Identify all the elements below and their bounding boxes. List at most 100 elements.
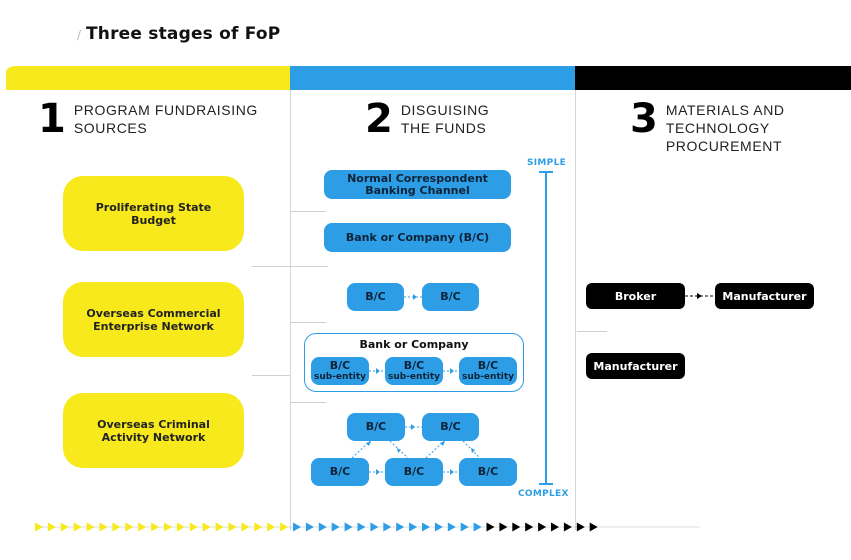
bottom-arrow-icon — [538, 522, 547, 532]
arrow-head-icon — [366, 441, 371, 446]
bottom-arrow-icon — [357, 522, 366, 532]
scale-simple-label: SIMPLE — [527, 158, 567, 168]
row-separator — [290, 402, 326, 403]
bottom-arrow-icon — [383, 522, 392, 532]
arrow-head-icon — [397, 448, 401, 453]
bc-box: B/C — [385, 458, 443, 486]
bc-box: B/C — [422, 413, 479, 441]
bottom-arrow-icon — [447, 522, 456, 532]
nested-container-label: Bank or Company — [359, 338, 469, 351]
stage-3-color-band — [575, 66, 851, 90]
bottom-arrow-icon — [512, 522, 521, 532]
stage-label: MATERIALS AND TECHNOLOGY PROCUREMENT — [666, 101, 785, 155]
column-divider — [290, 90, 291, 530]
bottom-arrow-icon — [254, 522, 263, 532]
bottom-arrow-icon — [318, 522, 327, 532]
bottom-arrow-icon — [202, 522, 211, 532]
bottom-arrow-icon — [486, 522, 495, 532]
row-separator — [290, 211, 326, 212]
bc-box: B/C — [422, 283, 479, 311]
arrow-head-icon — [440, 441, 445, 446]
bottom-arrow-icon — [189, 522, 198, 532]
scale-complex-label: COMPLEX — [518, 489, 569, 499]
bottom-arrow-icon — [176, 522, 185, 532]
stage-2-color-band — [290, 66, 575, 90]
stage-number: 2 — [365, 96, 393, 142]
title-mark: / — [77, 28, 82, 42]
nested-bank-or-company-container: Bank or Company — [304, 333, 524, 392]
scale-bottom-cap — [539, 483, 553, 485]
bottom-arrow-icon — [434, 522, 443, 532]
bottom-arrow-strip — [35, 522, 700, 532]
bank-or-company-box: Bank or Company (B/C) — [324, 223, 511, 252]
row-separator — [252, 375, 290, 376]
arrow-head-icon — [450, 368, 454, 374]
bottom-arrow-icon — [112, 522, 121, 532]
arrow-head-icon — [411, 424, 415, 430]
stage-label: PROGRAM FUNDRAISING SOURCES — [74, 101, 258, 137]
bottom-arrow-icon — [499, 522, 508, 532]
bc-box: B/C — [459, 458, 517, 486]
bottom-arrow-icon — [47, 522, 56, 532]
bottom-arrow-icon — [409, 522, 418, 532]
stage-number: 3 — [630, 96, 658, 142]
bottom-arrow-icon — [293, 522, 301, 532]
manufacturer-direct-box: Manufacturer — [586, 353, 685, 379]
row-separator — [577, 331, 607, 332]
manufacturer-box: Manufacturer — [715, 283, 814, 309]
stage-label-line: SOURCES — [73, 120, 148, 136]
stage-label-line: PROCUREMENT — [665, 138, 783, 154]
stage-label: DISGUISING THE FUNDS — [401, 101, 489, 137]
bottom-arrow-icon — [86, 522, 95, 532]
broker-box: Broker — [586, 283, 685, 309]
bottom-arrow-icon — [370, 522, 379, 532]
stage-label-line: THE FUNDS — [400, 120, 487, 136]
column-divider — [575, 90, 576, 530]
stage-label-line: PROGRAM FUNDRAISING — [73, 102, 258, 118]
bottom-arrow-icon — [60, 522, 69, 532]
normal-correspondent-banking-box: Normal Correspondent Banking Channel — [324, 170, 511, 199]
stage-label-line: MATERIALS AND — [665, 102, 785, 118]
bc-box: B/C — [347, 413, 405, 441]
stage-1-header: 1 PROGRAM FUNDRAISING SOURCES — [38, 96, 258, 142]
stage-3-header: 3 MATERIALS AND TECHNOLOGY PROCUREMENT — [630, 96, 785, 155]
stage-2-header: 2 DISGUISING THE FUNDS — [365, 96, 489, 142]
bottom-arrow-icon — [164, 522, 172, 532]
bottom-arrow-icon — [305, 522, 314, 532]
row-separator — [252, 266, 328, 267]
bottom-arrow-icon — [228, 522, 237, 532]
arrow-head-icon — [697, 293, 702, 299]
stage-label-line: DISGUISING — [400, 102, 490, 118]
bottom-arrow-icon — [35, 522, 43, 532]
bottom-arrow-icon — [344, 522, 353, 532]
stage-label-line: TECHNOLOGY — [665, 120, 770, 136]
page-title: Three stages of FoP — [86, 24, 281, 44]
row-separator — [290, 322, 326, 323]
stage-1-color-band — [6, 66, 290, 90]
bc-box: B/C — [311, 458, 369, 486]
arrow-head-icon — [413, 294, 417, 300]
bottom-arrow-icon — [396, 522, 405, 532]
bottom-arrow-icon — [73, 522, 82, 532]
bottom-arrow-icon — [280, 522, 289, 532]
bottom-arrow-icon — [460, 522, 469, 532]
arrow-head-icon — [450, 469, 454, 475]
bottom-arrow-icon — [151, 522, 160, 532]
bottom-arrow-icon — [331, 522, 340, 532]
bottom-arrow-icon — [241, 522, 250, 532]
bottom-arrow-icon — [125, 522, 134, 532]
bottom-arrow-icon — [99, 522, 108, 532]
arrow-head-icon — [471, 448, 475, 453]
bottom-arrow-icon — [422, 522, 430, 532]
bottom-arrow-icon — [267, 522, 276, 532]
stage-number: 1 — [38, 96, 66, 142]
complexity-scale-line — [545, 172, 547, 484]
bottom-arrow-icon — [473, 522, 482, 532]
arrow-head-icon — [376, 469, 380, 475]
